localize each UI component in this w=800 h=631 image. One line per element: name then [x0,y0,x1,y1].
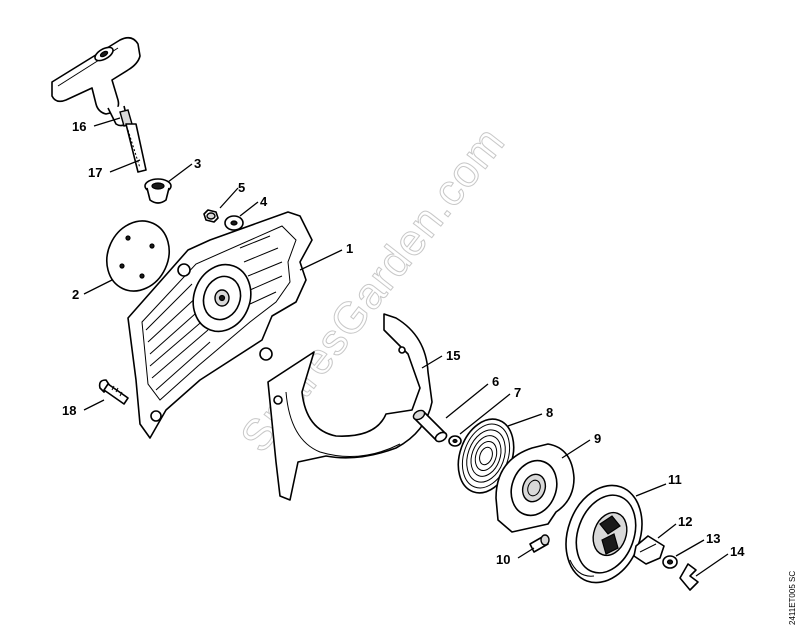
callout-6: 6 [492,374,499,389]
callout-8: 8 [546,405,553,420]
shaft-part-6[interactable] [412,409,448,444]
callout-3: 3 [194,156,201,171]
callout-16: 16 [72,119,86,134]
cover-disc-part-2[interactable] [96,211,181,302]
washer-part-7[interactable] [448,435,462,447]
callout-2: 2 [72,287,79,302]
callout-18: 18 [62,403,76,418]
spring-housing-part-9[interactable] [495,443,575,533]
fan-housing-part-1[interactable] [127,211,313,439]
callout-5: 5 [238,180,245,195]
housing-grille [145,235,283,391]
pawl-part-12[interactable] [633,535,665,565]
callout-11: 11 [668,472,682,487]
callout-17: 17 [88,165,102,180]
leader-lines [83,117,729,577]
callout-15: 15 [446,348,460,363]
callout-labels: 16 17 3 5 4 2 1 18 15 6 7 8 9 10 11 12 1… [62,119,745,567]
callout-4: 4 [260,194,268,209]
callout-7: 7 [514,385,521,400]
drawing-reference: 2411ET005 SC [788,571,797,625]
callout-1: 1 [346,241,353,256]
callout-13: 13 [706,531,720,546]
spring-clip-part-14[interactable] [679,563,699,591]
rope-guide-part-3[interactable] [144,178,172,204]
callout-12: 12 [678,514,692,529]
nut-part-5[interactable] [203,209,219,223]
callout-9: 9 [594,431,601,446]
callout-10: 10 [496,552,510,567]
starter-rope-part-17[interactable] [125,123,147,173]
starter-grip-part-16[interactable] [51,36,141,127]
washer-part-4[interactable] [224,215,244,231]
guide-plate-part-15[interactable] [267,313,433,501]
rope-rotor-part-11[interactable] [553,475,655,594]
screw-part-18[interactable] [98,379,129,405]
washer-part-13[interactable] [662,555,678,569]
callout-14: 14 [730,544,745,559]
